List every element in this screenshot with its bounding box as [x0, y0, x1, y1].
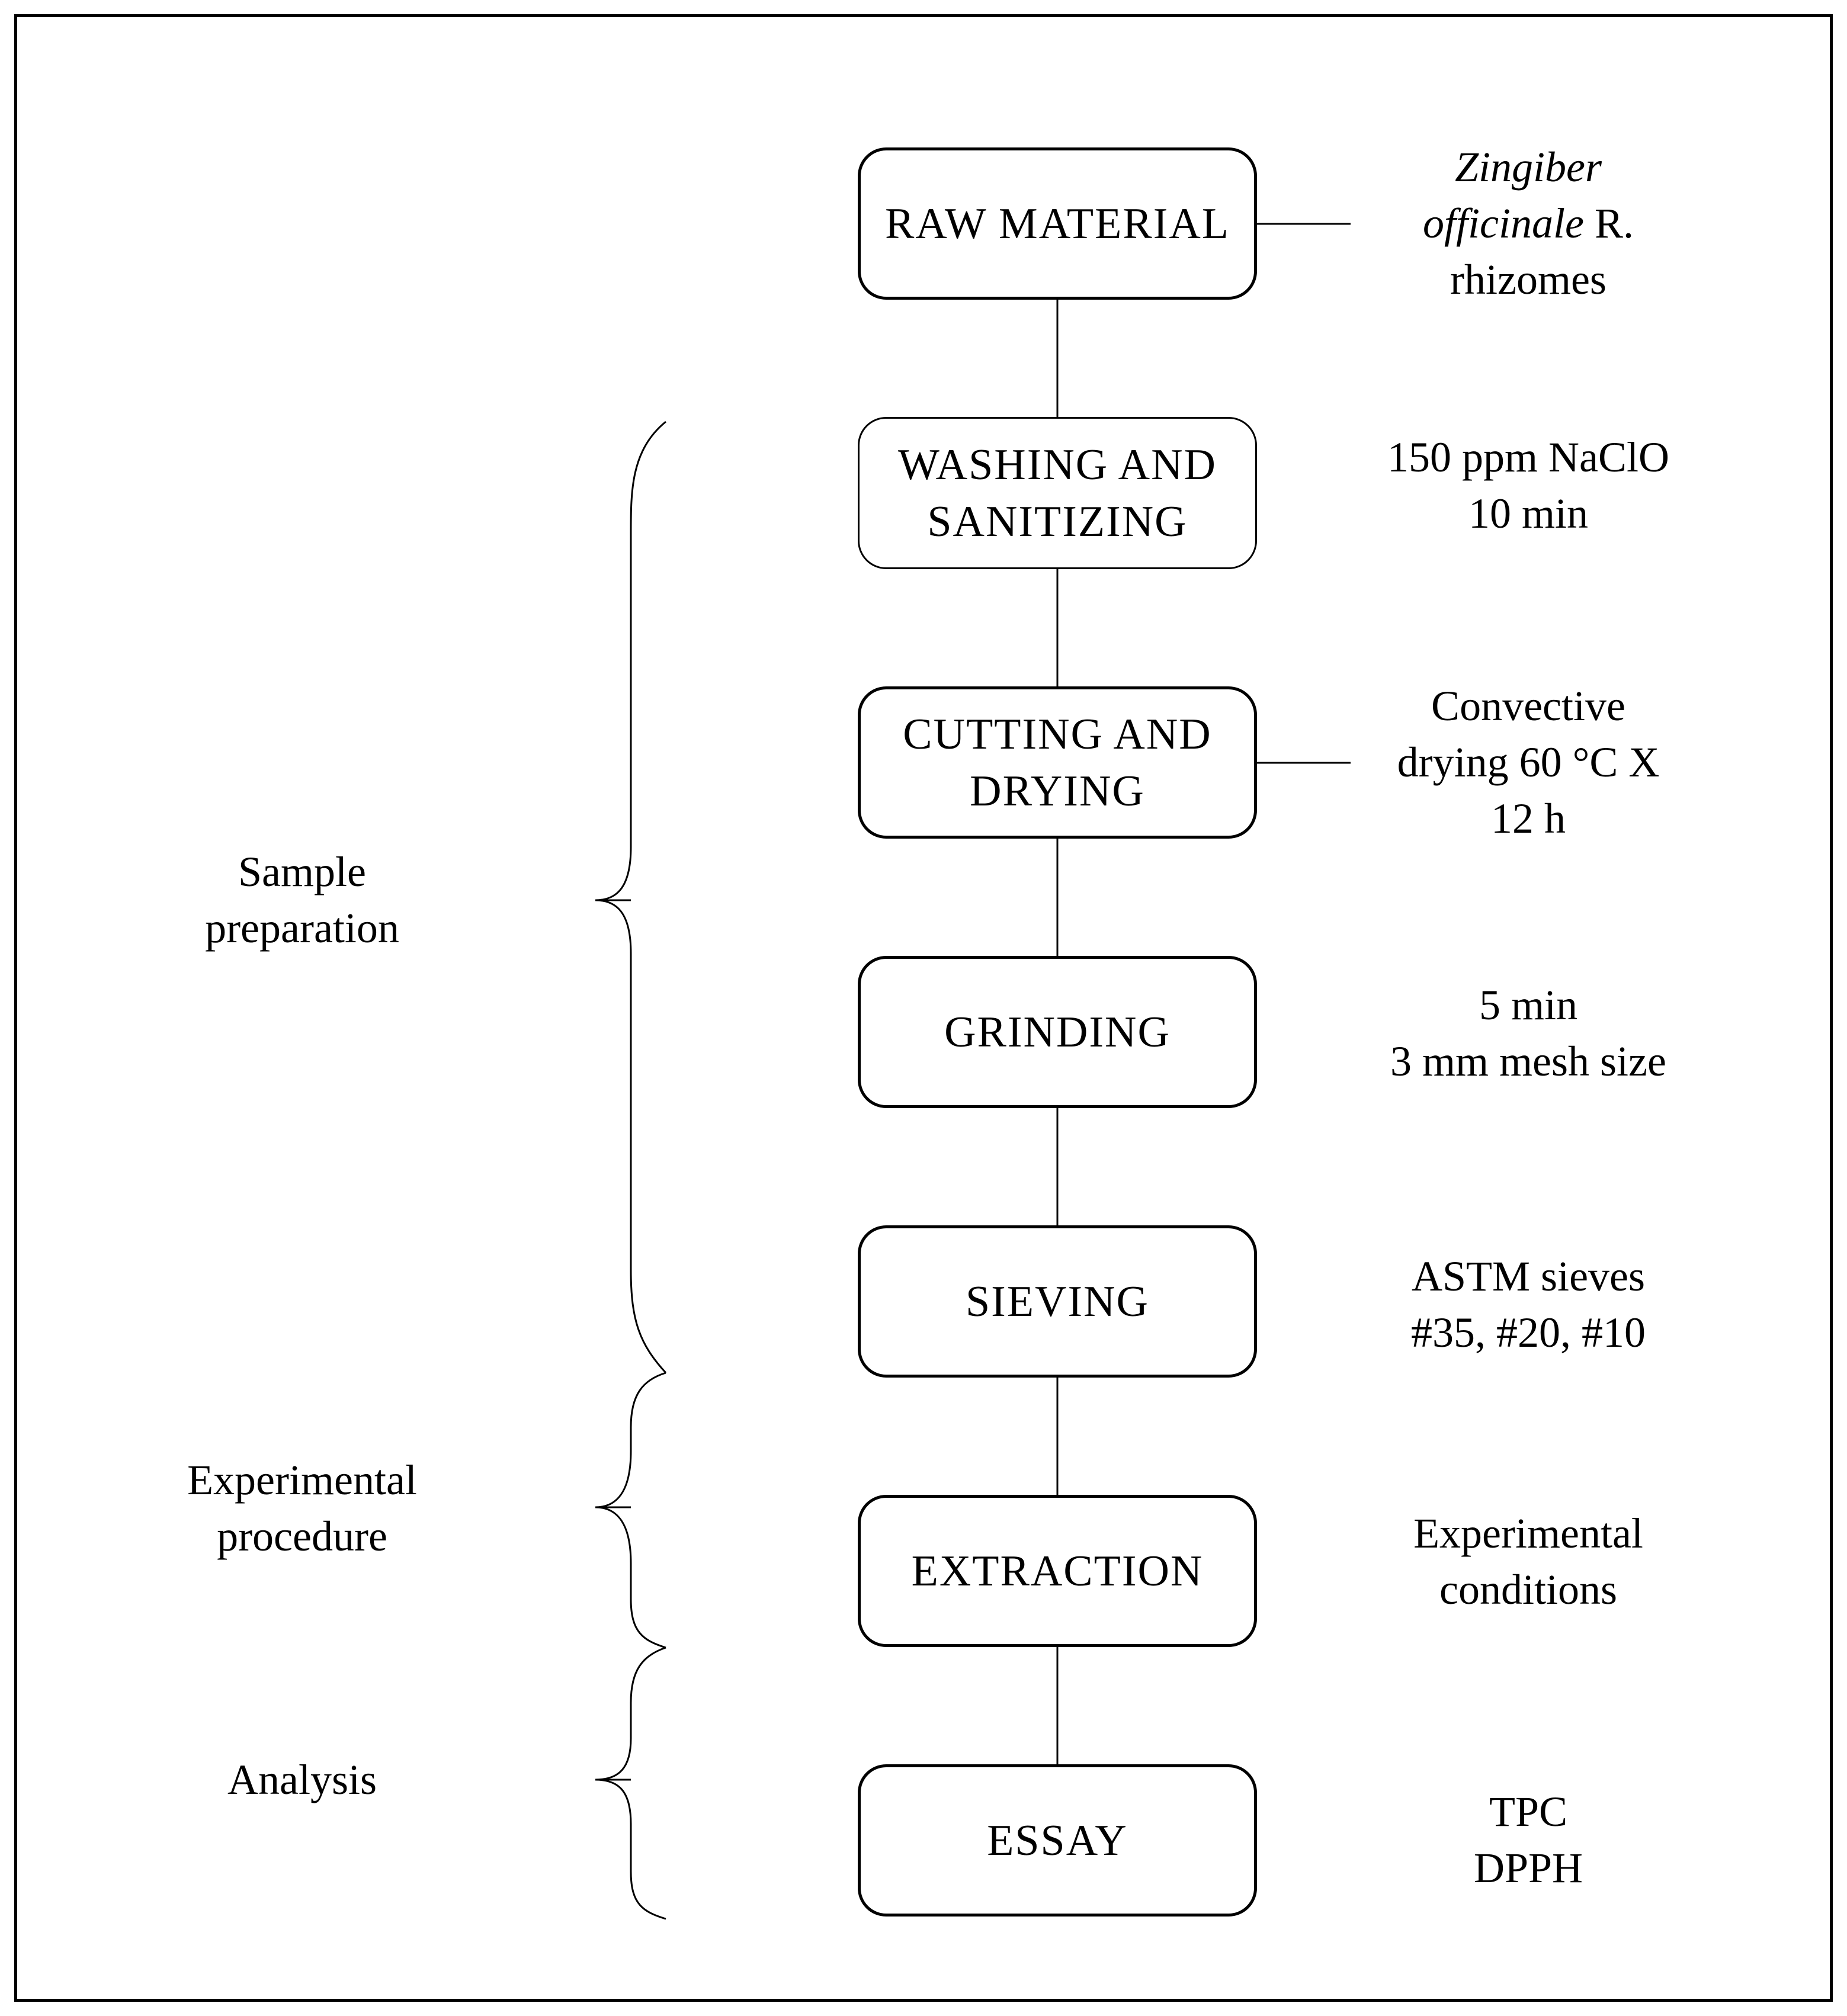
note-line: drying 60 °C X	[1397, 739, 1660, 786]
step-grinding: GRINDING	[858, 956, 1257, 1108]
note-washing: 150 ppm NaClO 10 min	[1333, 429, 1724, 542]
brace-experimental-procedure	[595, 1372, 666, 1649]
step-sieving: SIEVING	[858, 1225, 1257, 1378]
note-line: 10 min	[1468, 490, 1588, 537]
note-line: #35, #20, #10	[1411, 1309, 1646, 1356]
step-label: ESSAY	[987, 1816, 1128, 1865]
figure-frame	[14, 14, 1833, 2002]
step-essay: ESSAY	[858, 1764, 1257, 1917]
note-line: Convective	[1431, 682, 1625, 730]
note-line: 5 min	[1479, 981, 1577, 1029]
note-raw-material: Zingiber officinale R. rhizomes	[1333, 139, 1724, 308]
note-part: rhizomes	[1450, 256, 1606, 303]
note-line: TPC	[1489, 1788, 1568, 1835]
note-line: conditions	[1439, 1566, 1617, 1613]
phase-sample-preparation: Sample preparation	[205, 848, 399, 952]
step-label: GRINDING	[944, 1007, 1171, 1057]
step-label: CUTTING AND DRYING	[903, 710, 1212, 816]
phase-experimental-procedure: Experimental procedure	[187, 1456, 417, 1560]
note-epithet: officinale	[1423, 200, 1584, 247]
step-washing-sanitizing: WASHING AND SANITIZING	[858, 417, 1257, 569]
step-extraction: EXTRACTION	[858, 1495, 1257, 1647]
note-line: 3 mm mesh size	[1390, 1038, 1666, 1085]
step-raw-material: RAW MATERIAL	[858, 147, 1257, 300]
note-genus: Zingiber	[1454, 143, 1602, 191]
brace-sample-preparation	[595, 420, 667, 1374]
note-cutting: Convective drying 60 °C X 12 h	[1333, 678, 1724, 847]
note-grinding: 5 min 3 mm mesh size	[1333, 977, 1724, 1090]
note-line: 12 h	[1491, 795, 1566, 842]
step-label: RAW MATERIAL	[885, 199, 1230, 248]
step-cutting-drying: CUTTING AND DRYING	[858, 686, 1257, 839]
note-extraction: Experimental conditions	[1333, 1505, 1724, 1618]
step-label: SIEVING	[966, 1277, 1149, 1326]
note-essay: TPC DPPH	[1333, 1784, 1724, 1896]
note-line: Experimental	[1413, 1510, 1643, 1557]
note-line: DPPH	[1473, 1844, 1583, 1892]
note-author: R.	[1594, 200, 1634, 247]
note-line: ASTM sieves	[1412, 1253, 1645, 1300]
step-label: EXTRACTION	[911, 1546, 1204, 1596]
phase-analysis: Analysis	[227, 1756, 377, 1803]
note-line: 150 ppm NaClO	[1387, 434, 1669, 481]
brace-analysis	[595, 1646, 666, 1920]
note-sieving: ASTM sieves #35, #20, #10	[1333, 1248, 1724, 1361]
step-label: WASHING AND SANITIZING	[898, 440, 1217, 546]
